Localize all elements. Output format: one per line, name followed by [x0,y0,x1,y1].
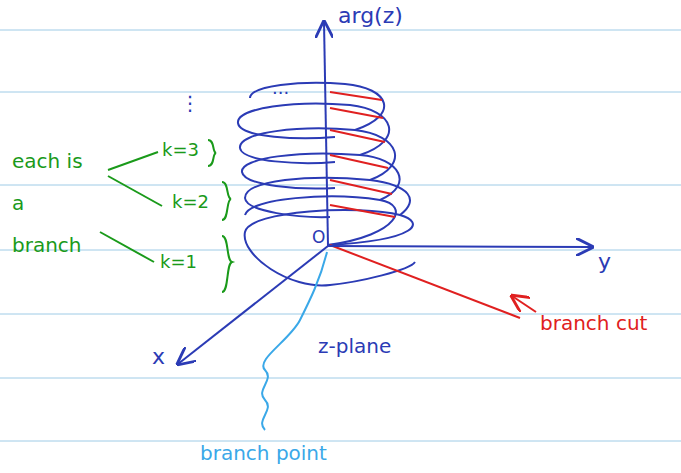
axis-label: y [598,250,611,274]
branch-point-label: branch point [200,442,327,464]
branch-index: k=1 [160,252,197,272]
origin-label: O [312,228,325,247]
axis-label: arg(z) [338,4,403,28]
branch-index: k=2 [172,192,209,212]
branch-index: k=3 [162,140,199,160]
note-label: each is a branch [12,140,92,266]
continuation-dots: ⋮ [180,92,200,114]
branch-cut-label: branch cut [540,312,647,334]
branch-brackets [100,140,232,292]
axis-label: x [152,345,165,369]
continuation-dots: ... [272,78,289,98]
plane-label: z-plane [318,335,391,357]
branch-cut-marks [330,92,536,318]
axes [178,22,592,364]
ruled-lines [0,30,681,441]
branch-point-leader [262,252,327,430]
